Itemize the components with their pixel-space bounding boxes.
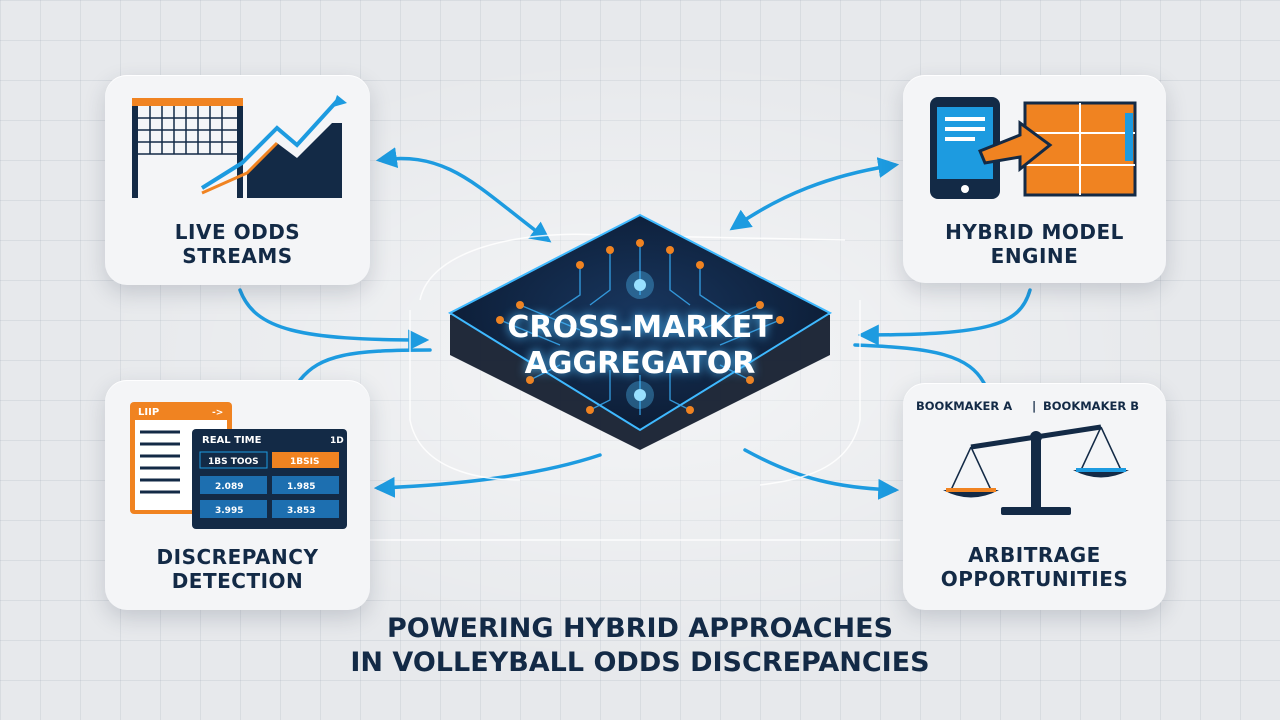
panel-counter: 1D	[330, 436, 344, 446]
card-hybrid-model-title: HYBRID MODEL ENGINE	[903, 220, 1166, 268]
arrow-live-odds-to-hub	[375, 147, 552, 243]
bookmaker-separator: |	[1032, 399, 1036, 413]
footer-line1: POWERING HYBRID APPROACHES	[386, 613, 894, 644]
odds-table-icon: LIIP -> REAL TIME 1D 1BS TOOS 1BSIS 2.08…	[130, 402, 347, 529]
footer-line2: IN VOLLEYBALL ODDS DISCREPANCIES	[350, 647, 930, 678]
arrow-hub-to-discrepancy-upper	[298, 348, 432, 382]
row3-left: 3.995	[215, 506, 243, 516]
panel-title: REAL TIME	[202, 435, 262, 446]
hub-title-line1: CROSS-MARKET	[507, 310, 773, 345]
hybrid-model-icon	[930, 97, 1137, 199]
discrepancy-line2: DETECTION	[171, 569, 304, 593]
live-odds-line1: LIVE ODDS	[174, 220, 301, 244]
card-live-odds-title: LIVE ODDS STREAMS	[105, 220, 370, 268]
card-arbitrage-title: ARBITRAGE OPPORTUNITIES	[903, 543, 1166, 591]
arrow-hybrid-to-hub	[729, 157, 900, 231]
hub-title: CROSS-MARKET AGGREGATOR	[470, 310, 810, 382]
arrow-live-odds-bottom	[238, 288, 430, 351]
row2-right: 1.985	[287, 482, 315, 492]
arrow-icon	[978, 120, 1053, 173]
card-hybrid-model-engine: HYBRID MODEL ENGINE	[903, 75, 1166, 283]
volleyball-net-icon	[132, 95, 347, 198]
arrow-hybrid-bottom	[857, 288, 1032, 346]
row2-left: 2.089	[215, 482, 243, 492]
card-discrepancy-title: DISCREPANCY DETECTION	[105, 545, 370, 593]
panel-back-title: LIIP	[138, 407, 159, 418]
hybrid-model-line1: HYBRID MODEL	[945, 220, 1124, 244]
card-discrepancy-detection: LIIP -> REAL TIME 1D 1BS TOOS 1BSIS 2.08…	[105, 380, 370, 610]
discrepancy-line1: DISCREPANCY	[156, 545, 319, 569]
arbitrage-line1: ARBITRAGE	[968, 543, 1101, 567]
panel-back-arrow: ->	[212, 408, 223, 418]
bookmaker-b-label: BOOKMAKER B	[1043, 399, 1139, 413]
hybrid-model-line2: ENGINE	[990, 244, 1079, 268]
bookmaker-a-label: BOOKMAKER A	[916, 399, 1012, 413]
arrow-hub-to-arbitrage	[743, 448, 900, 500]
court-icon	[1023, 101, 1137, 197]
row3-right: 3.853	[287, 506, 315, 516]
row1-right: 1BSIS	[290, 457, 319, 467]
row1-left: 1BS TOOS	[208, 457, 259, 467]
arrow-hub-to-discrepancy	[373, 453, 602, 498]
circuit-chip-icon	[447, 213, 833, 450]
scale-icon: BOOKMAKER A | BOOKMAKER B	[916, 399, 1139, 515]
trend-chart-icon	[200, 95, 347, 198]
hub-title-line2: AGGREGATOR	[524, 346, 756, 381]
arrow-arbitrage-upper	[853, 343, 987, 387]
arbitrage-line2: OPPORTUNITIES	[940, 567, 1129, 591]
live-odds-line2: STREAMS	[182, 244, 293, 268]
tablet-icon	[930, 97, 1000, 199]
footer-title: POWERING HYBRID APPROACHES IN VOLLEYBALL…	[250, 612, 1030, 680]
card-live-odds-streams: LIVE ODDS STREAMS	[105, 75, 370, 285]
card-arbitrage-opportunities: BOOKMAKER A | BOOKMAKER B ARBITRAGE OPPO…	[903, 383, 1166, 610]
